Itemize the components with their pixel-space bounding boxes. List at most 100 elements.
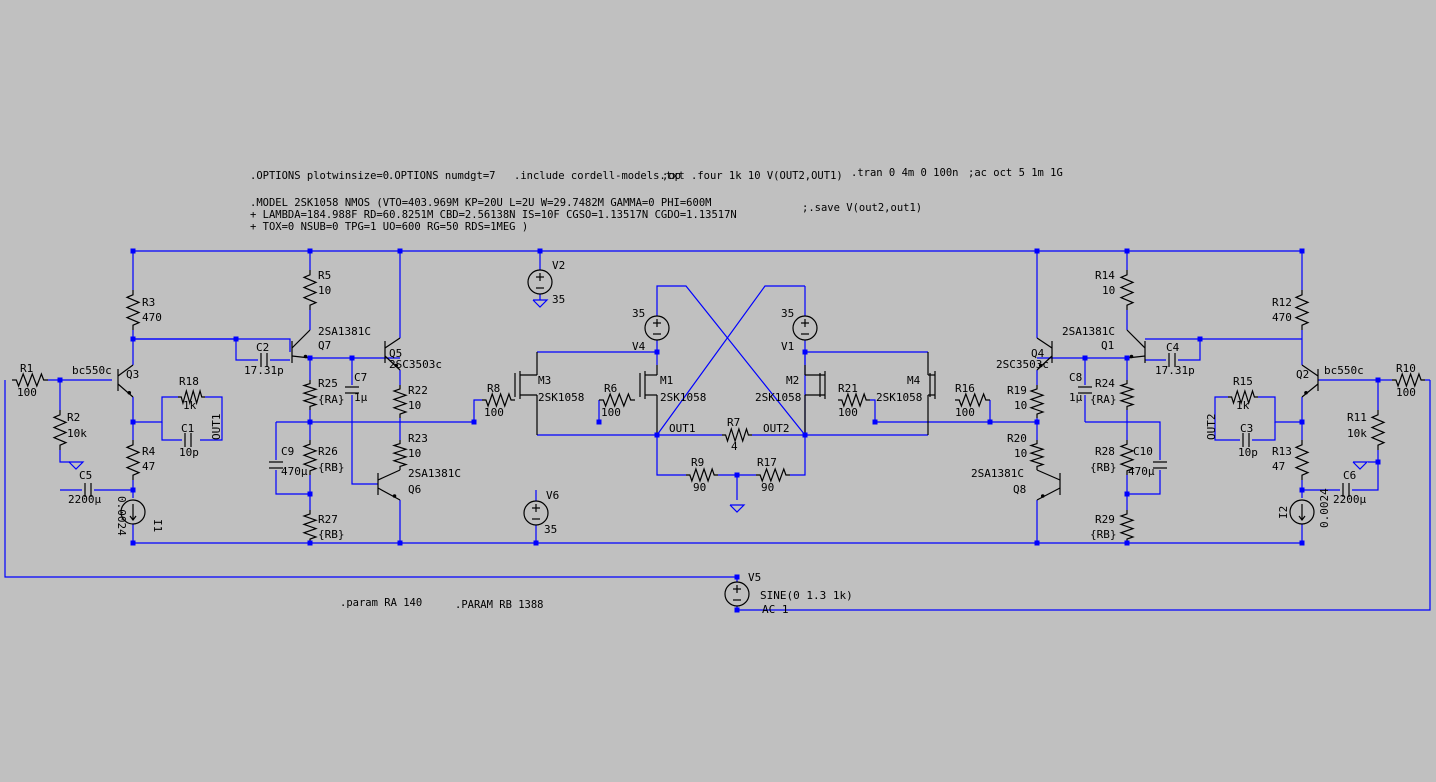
directive-model-line3[interactable]: + TOX=0 NSUB=0 TPG=1 UO=600 RG=50 RDS=1M… [250, 221, 528, 233]
source-circle [527, 269, 553, 295]
r24 [1119, 380, 1135, 410]
directive-four[interactable]: .four 1k 10 V(OUT2,OUT1) [691, 170, 843, 182]
junction-dot [307, 355, 313, 361]
r16-name: R16 [955, 382, 975, 395]
resistor-zigzag [686, 467, 718, 483]
bjt-arrow [1038, 363, 1043, 368]
junction-dot [654, 432, 660, 438]
junction-dot [1034, 419, 1040, 425]
i1 [120, 499, 146, 525]
resistor-zigzag [1119, 270, 1135, 310]
resistor-zigzag [1392, 372, 1425, 388]
wire [1127, 470, 1161, 495]
r25-value: {RA} [318, 393, 345, 406]
junction-dot [654, 349, 660, 355]
q7-model: 2SA1381C [318, 325, 371, 338]
q5-name: Q5 [389, 347, 402, 360]
r20 [1029, 440, 1045, 470]
v5 [724, 581, 750, 607]
directive-param-ra[interactable]: .param RA 140 [340, 597, 422, 609]
directive-options-numdgt[interactable]: .OPTIONS numdgt=7 [388, 170, 495, 182]
r13 [1294, 440, 1310, 480]
resistor-zigzag [125, 290, 141, 330]
r27 [302, 510, 318, 543]
directive-tran[interactable]: .tran 0 4m 0 100n [851, 167, 958, 179]
source-circle [1289, 499, 1315, 525]
r17 [756, 467, 790, 483]
junction-dot [987, 419, 993, 425]
wire [200, 396, 223, 441]
q7-name: Q7 [318, 339, 331, 352]
r20-name: R20 [1007, 432, 1027, 445]
bjt-arrow [303, 354, 308, 359]
c10-name: C10 [1133, 445, 1153, 458]
junction-dot [802, 349, 808, 355]
q6-name: Q6 [408, 483, 421, 496]
resistor-zigzag [125, 440, 141, 480]
i2-value: 0.0024 [1318, 488, 1331, 528]
r14-value: 10 [1102, 284, 1115, 297]
r17-name: R17 [757, 456, 777, 469]
c9-value: 470µ [281, 465, 308, 478]
r18 [178, 388, 205, 406]
junction-dot [596, 419, 602, 425]
v2-name: V2 [552, 259, 565, 272]
junction-dot [397, 540, 403, 546]
q2-model: bc550c [1324, 364, 1364, 377]
i2-name: I2 [1277, 506, 1290, 519]
r7-value: 4 [731, 440, 738, 453]
i1-value: 0.0024 [115, 496, 128, 536]
junction-dot [1375, 459, 1381, 465]
bjt-collector [1126, 329, 1146, 349]
q4-name: Q4 [1031, 347, 1045, 360]
q1-model: 2SA1381C [1062, 325, 1115, 338]
bjt-collector [384, 337, 401, 349]
r19 [1029, 385, 1045, 418]
wire [4, 380, 737, 578]
bjt-emitter [1126, 355, 1146, 359]
junction-dot [1299, 540, 1305, 546]
q1 [1126, 329, 1146, 363]
c6-name: C6 [1343, 469, 1356, 482]
directive-ac[interactable]: ;ac oct 5 1m 1G [968, 167, 1063, 179]
r22 [392, 385, 408, 418]
q1-name: Q1 [1101, 339, 1114, 352]
directive-model-line2[interactable]: + LAMBDA=184.988F RD=60.8251M CBD=2.5613… [250, 209, 737, 221]
q6-model: 2SA1381C [408, 467, 461, 480]
v4-name: V4 [632, 340, 646, 353]
r8-value: 100 [484, 406, 504, 419]
v2-value: 35 [552, 293, 565, 306]
ground-triangle [1352, 461, 1369, 470]
directive-save[interactable]: ;.save V(out2,out1) [802, 202, 922, 214]
junction-dot [1299, 419, 1305, 425]
bjt-emitter [1036, 487, 1061, 501]
q8-model: 2SA1381C [971, 467, 1024, 480]
directive-include[interactable]: .include cordell-models.txt [514, 170, 685, 182]
directive-options-plotwinsize[interactable]: .OPTIONS plotwinsize=0 [250, 170, 389, 182]
bjt-arrow [392, 494, 397, 498]
r11-name: R11 [1347, 411, 1367, 424]
resistor-zigzag [12, 372, 48, 388]
junction-dot [307, 419, 313, 425]
r8-name: R8 [487, 382, 500, 395]
c5 [84, 483, 92, 497]
r2-name: R2 [67, 411, 80, 424]
junction-dot [1124, 491, 1130, 497]
c1-name: C1 [181, 422, 194, 435]
directive-param-rb[interactable]: .PARAM RB 1388 [455, 599, 544, 611]
junction-dot [1124, 540, 1130, 546]
resistor-zigzag [302, 440, 318, 475]
v5-name: V5 [748, 571, 761, 584]
r11 [1370, 410, 1386, 450]
directive-op[interactable]: ;op [662, 170, 681, 182]
c8-name: C8 [1069, 371, 1082, 384]
resistor-zigzag [1119, 380, 1135, 410]
v5-ac: AC 1 [762, 603, 789, 616]
directive-model-line1[interactable]: .MODEL 2SK1058 NMOS (VTO=403.969M KP=20U… [250, 197, 711, 209]
junction-dot [1375, 377, 1381, 383]
resistor-zigzag [838, 392, 870, 408]
wire [351, 422, 378, 485]
ground-symbol [532, 299, 549, 308]
r1-name: R1 [20, 362, 33, 375]
